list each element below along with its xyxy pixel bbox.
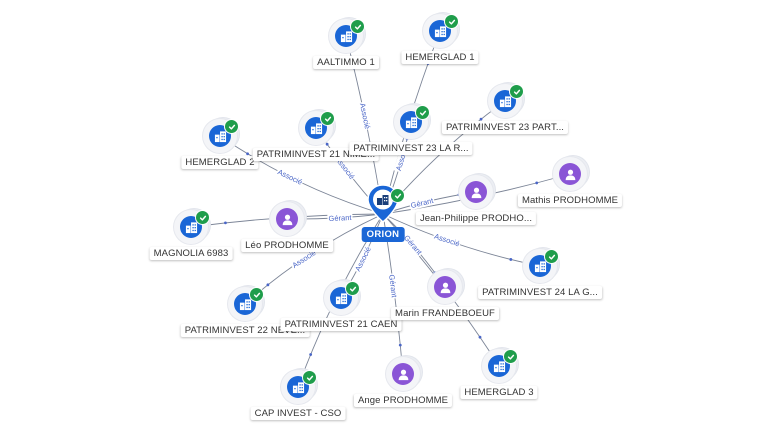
edge-arrow (535, 181, 539, 185)
node-label: MAGNOLIA 6983 (149, 247, 233, 260)
node-label: PATRIMINVEST 23 LA R... (349, 142, 473, 155)
check-icon (503, 349, 518, 364)
check-icon (320, 111, 335, 126)
check-icon (345, 281, 360, 296)
node-label: HEMERGLAD 3 (460, 386, 538, 399)
node-label: PATRIMINVEST 21 CAEN (280, 318, 402, 331)
check-icon (544, 249, 559, 264)
person-icon (434, 276, 456, 298)
check-icon (249, 287, 264, 302)
node-label: PATRIMINVEST 21 NIME... (252, 148, 380, 161)
edge-arrow (478, 335, 482, 339)
node-label: Ange PRODHOMME (353, 394, 453, 407)
node-label: PATRIMINVEST 24 LA G... (478, 286, 602, 299)
edge-arrow (309, 353, 313, 356)
check-icon (302, 370, 317, 385)
check-icon (415, 105, 430, 120)
check-icon (509, 84, 524, 99)
node-label: AALTIMMO 1 (313, 56, 379, 69)
node-label: CAP INVEST - CSO (250, 407, 346, 420)
check-icon (195, 210, 210, 225)
edge-arrow (479, 117, 483, 121)
edge-arrow (224, 221, 227, 225)
node-label: PATRIMINVEST 23 PART... (441, 121, 569, 134)
check-icon (224, 119, 239, 134)
person-icon (392, 363, 414, 385)
edge-arrow (246, 152, 249, 156)
node-label: Marin FRANDEBOEUF (391, 307, 499, 320)
person-icon (465, 181, 487, 203)
edge-arrow (325, 142, 329, 146)
edge-arrow (398, 343, 402, 347)
node-label: HEMERGLAD 2 (181, 156, 259, 169)
edge-label: Gérant (327, 212, 353, 223)
node-label: PATRIMINVEST 22 NEVE... (180, 324, 310, 337)
edge-arrow (509, 258, 513, 261)
check-icon (350, 19, 365, 34)
check-icon (390, 188, 405, 203)
node-label: Mathis PRODHOMME (517, 194, 623, 207)
edge-arrow (266, 283, 270, 287)
person-icon (559, 163, 581, 185)
check-icon (444, 14, 459, 29)
node-label: Jean-Philippe PRODHO... (415, 212, 537, 225)
person-icon (276, 208, 298, 230)
node-label: HEMERGLAD 1 (401, 51, 479, 64)
node-label: Léo PRODHOMME (241, 239, 333, 252)
center-node-label: ORION (361, 227, 405, 242)
